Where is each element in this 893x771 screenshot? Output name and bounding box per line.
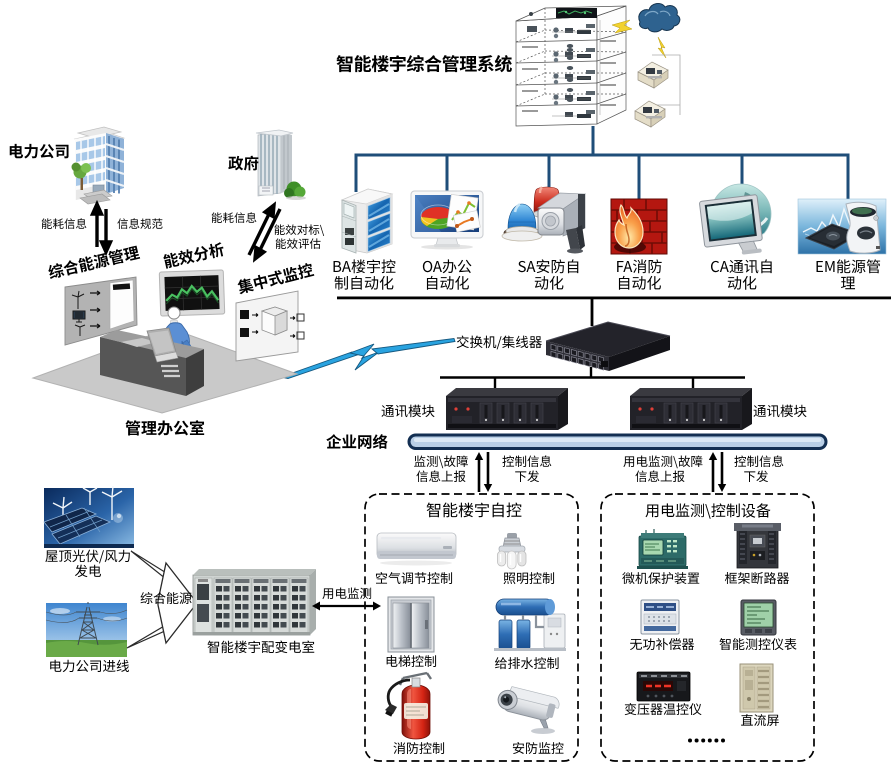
svg-text:OA办公: OA办公 <box>422 256 472 277</box>
svg-text:政府: 政府 <box>228 152 259 174</box>
svg-text:通讯模块: 通讯模块 <box>753 400 807 420</box>
svg-text:照明控制: 照明控制 <box>503 568 555 587</box>
svg-text:给排水控制: 给排水控制 <box>494 653 559 672</box>
svg-text:监测\故障: 监测\故障 <box>414 451 469 470</box>
svg-text:综合能源: 综合能源 <box>140 588 192 607</box>
svg-text:动化: 动化 <box>534 273 564 294</box>
svg-text:用电监测: 用电监测 <box>322 583 372 602</box>
svg-text:用电监测\故障: 用电监测\故障 <box>623 451 703 470</box>
svg-text:能效对标\: 能效对标\ <box>274 222 325 238</box>
svg-text:电力公司: 电力公司 <box>8 140 70 162</box>
svg-text:智能测控仪表: 智能测控仪表 <box>719 634 797 653</box>
svg-text:电力公司进线: 电力公司进线 <box>49 655 130 675</box>
svg-text:屋顶光伏/风力: 屋顶光伏/风力 <box>45 545 131 565</box>
svg-text:无功补偿器: 无功补偿器 <box>629 634 694 653</box>
svg-text:消防控制: 消防控制 <box>393 738 445 757</box>
svg-text:交换机/集线器: 交换机/集线器 <box>456 331 543 351</box>
svg-text:自动化: 自动化 <box>424 273 469 294</box>
svg-text:理: 理 <box>840 273 855 294</box>
svg-text:变压器温控仪: 变压器温控仪 <box>624 699 702 718</box>
svg-text:CA通讯自: CA通讯自 <box>710 256 774 277</box>
svg-text:信息上报: 信息上报 <box>635 466 686 485</box>
svg-text:BA楼宇控: BA楼宇控 <box>332 256 396 277</box>
svg-text:能耗信息: 能耗信息 <box>211 210 257 226</box>
svg-text:智能楼宇自控: 智能楼宇自控 <box>426 497 522 521</box>
svg-text:框架断路器: 框架断路器 <box>724 568 789 587</box>
svg-text:电梯控制: 电梯控制 <box>385 651 437 670</box>
svg-text:自动化: 自动化 <box>616 273 661 294</box>
svg-text:FA消防: FA消防 <box>616 256 663 277</box>
svg-text:能效评估: 能效评估 <box>275 236 321 252</box>
svg-text:企业网络: 企业网络 <box>326 431 389 453</box>
svg-text:控制信息: 控制信息 <box>502 451 552 470</box>
svg-text:安防监控: 安防监控 <box>512 738 564 757</box>
svg-text:信息上报: 信息上报 <box>416 466 467 485</box>
svg-text:动化: 动化 <box>727 273 757 294</box>
svg-text:EM能源管: EM能源管 <box>815 256 881 277</box>
svg-text:通讯模块: 通讯模块 <box>381 400 435 420</box>
svg-text:信息规范: 信息规范 <box>117 216 163 232</box>
svg-text:空气调节控制: 空气调节控制 <box>375 568 453 587</box>
svg-text:发电: 发电 <box>75 560 102 580</box>
svg-text:下发: 下发 <box>514 466 540 485</box>
svg-text:用电监测\控制设备: 用电监测\控制设备 <box>645 500 771 521</box>
svg-text:智能楼宇综合管理系统: 智能楼宇综合管理系统 <box>336 51 512 77</box>
svg-text:下发: 下发 <box>743 466 769 485</box>
svg-text:管理办公室: 管理办公室 <box>125 415 205 439</box>
svg-text:SA安防自: SA安防自 <box>517 256 580 277</box>
svg-text:微机保护装置: 微机保护装置 <box>622 568 700 587</box>
svg-text:直流屏: 直流屏 <box>740 710 779 729</box>
svg-text:控制信息: 控制信息 <box>734 451 784 470</box>
svg-text:制自动化: 制自动化 <box>334 273 394 294</box>
svg-text:智能楼宇配变电室: 智能楼宇配变电室 <box>207 636 315 656</box>
svg-text:能耗信息: 能耗信息 <box>41 216 87 232</box>
